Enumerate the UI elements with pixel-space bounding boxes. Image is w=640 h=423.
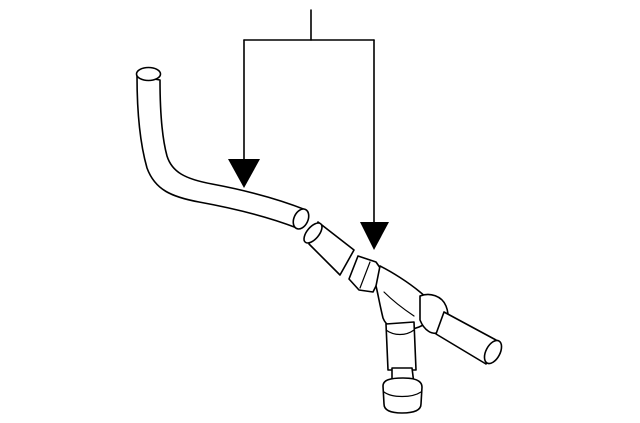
upper-hose-top-cap	[135, 66, 162, 82]
tee-branch-tube	[385, 321, 417, 371]
tee-hose-assembly	[303, 221, 503, 414]
upper-hose-end-cap	[292, 208, 310, 230]
tee-body-seam	[383, 291, 415, 317]
upper-hose-body	[136, 75, 307, 229]
tee-branch-cap	[382, 377, 423, 414]
tee-left-end	[303, 222, 323, 244]
tee-right-end	[483, 339, 503, 365]
tee-right-tube	[435, 311, 497, 365]
branch-seam-top	[385, 329, 415, 336]
arrowhead-right-icon	[360, 222, 389, 250]
branch-cap-seam	[383, 391, 422, 398]
callout-leader	[228, 9, 389, 250]
upper-hose	[135, 66, 310, 230]
collar-seam	[359, 261, 371, 289]
tee-body	[375, 265, 432, 331]
arrowhead-left-icon	[228, 159, 260, 188]
